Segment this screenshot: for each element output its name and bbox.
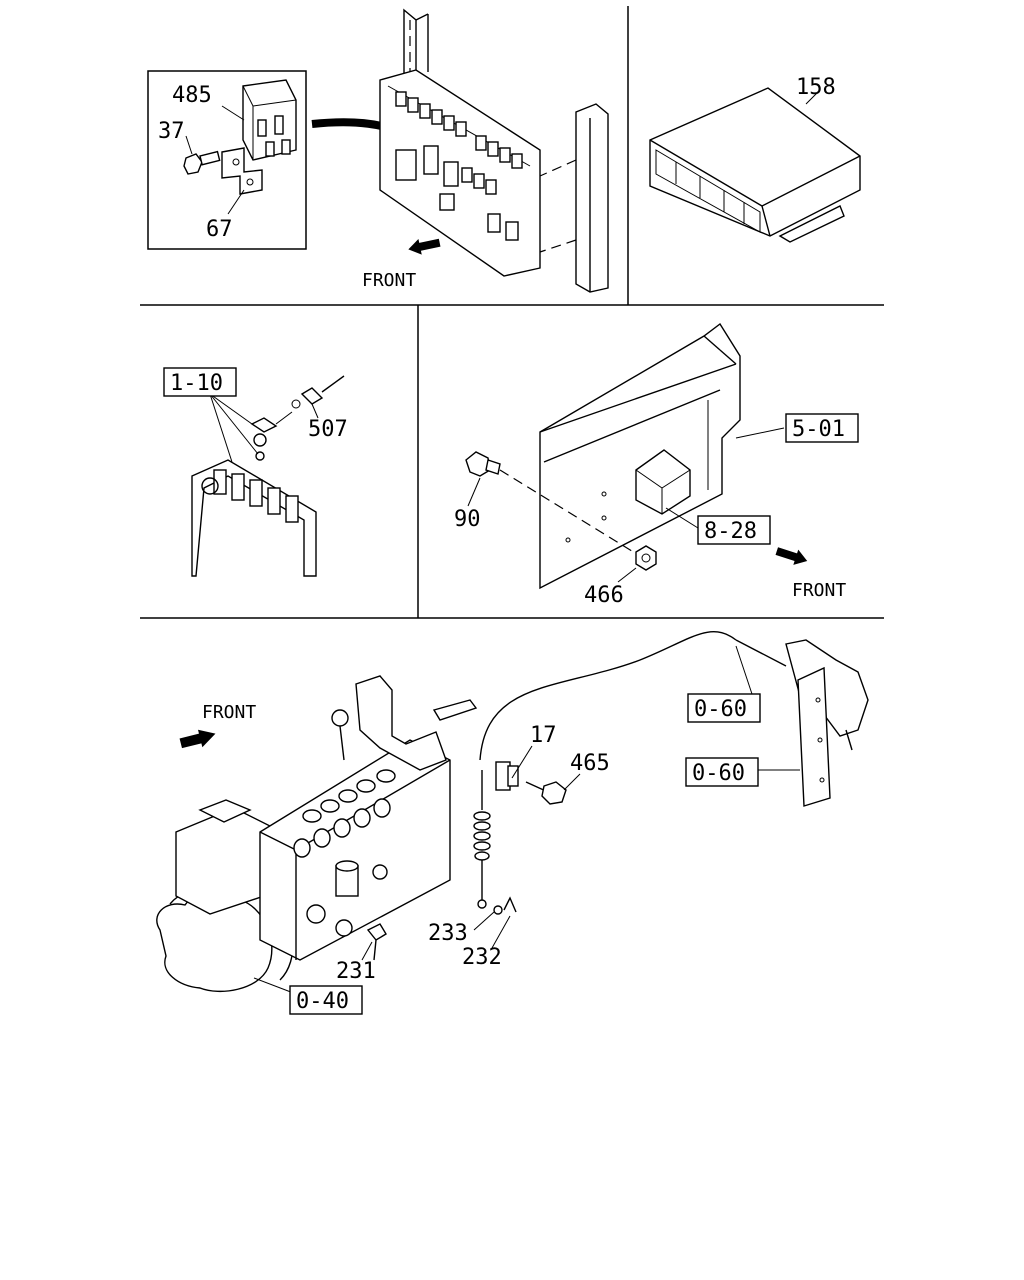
nut-466-drawing [635,545,657,571]
cable-bellows-drawing [473,770,517,915]
front-arrow-icon [179,729,216,749]
callout-233: 233 [428,921,468,946]
injection-pump-panel [156,631,869,995]
sensor-stack-drawing [250,375,345,461]
callout-37: 37 [158,119,185,144]
detail-inset-frame [147,70,307,250]
callout-465: 465 [570,751,610,776]
connector-block-drawing [655,149,761,233]
ref-box-8-28 [697,515,771,545]
pump-outlets-drawing [293,769,396,858]
controller-panel [649,87,861,243]
ref-1-10: 1-10 [170,371,223,396]
front-arrow-icon [775,547,808,565]
bolt-465-drawing [525,781,567,805]
ref-5-01: 5-01 [792,417,845,442]
callout-231: 231 [336,959,376,984]
bolt-231-drawing [366,923,387,961]
front-arrow-icon [408,238,441,255]
callout-17: 17 [530,723,557,748]
ref-0-60-upper: 0-60 [694,697,747,722]
control-unit-8-28-drawing [635,449,691,515]
pump-lower-fittings-drawing [306,860,388,937]
cable-end-bracket-drawing [785,639,869,807]
callout-485: 485 [172,83,212,108]
front-label: FRONT [792,580,846,601]
callout-466: 466 [584,583,624,608]
clip-17-drawing [495,761,519,791]
ref-8-28: 8-28 [704,519,757,544]
pump-body-drawing [156,675,478,993]
callout-507: 507 [308,417,348,442]
radiator-fins-drawing [201,469,299,523]
front-label: FRONT [202,702,256,723]
callout-labels: 485 37 67 FRONT 158 1-10 507 5-01 90 8-2… [158,75,859,1015]
ref-box-0-40 [289,985,363,1015]
frame-rail-drawing [403,8,609,293]
frame-unit-panel [465,322,808,590]
callout-90: 90 [454,507,481,532]
bolt-37-drawing [183,150,221,175]
callout-67: 67 [206,217,233,242]
ref-0-40: 0-40 [296,989,349,1014]
ref-box-0-60-upper [687,693,761,723]
ref-box-0-60-lower [685,757,759,787]
callout-232: 232 [462,945,502,970]
front-label: FRONT [362,270,416,291]
ref-box-1-10 [163,367,237,397]
ref-box-5-01 [785,413,859,443]
bracket-67-drawing [221,147,263,195]
bolt-90-drawing [465,451,501,477]
callout-158: 158 [796,75,836,100]
ref-0-60-lower: 0-60 [692,761,745,786]
fuse-box-panel [147,8,609,293]
radiator-panel [191,375,345,577]
relay-485-drawing [242,79,297,161]
panel-dividers [140,6,884,619]
fuse-board-drawing [379,69,541,277]
